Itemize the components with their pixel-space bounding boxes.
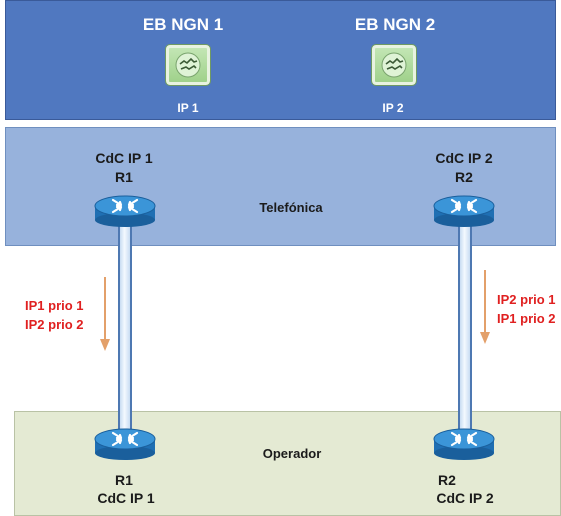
eb-ngn-2-title: EB NGN 2 xyxy=(354,15,436,34)
eb-ngn-band xyxy=(5,0,556,120)
eb-ngn-1-title: EB NGN 1 xyxy=(142,15,224,34)
telefonica-r2-router-icon xyxy=(433,195,495,227)
telefonica-r1-router-icon xyxy=(94,195,156,227)
eb-ngn-1-server-icon xyxy=(165,44,211,86)
operador-r2-sub: CdC IP 2 xyxy=(436,490,494,506)
telefonica-r2-name: R2 xyxy=(455,169,473,185)
right-priority-2: IP1 prio 2 xyxy=(497,311,556,326)
telefonica-r1-title: CdC IP 1 xyxy=(95,150,153,166)
operador-r2-router-icon xyxy=(433,428,495,460)
left-priority-1: IP1 prio 1 xyxy=(25,298,84,313)
operador-r2-name: R2 xyxy=(438,472,456,488)
operador-r1-name: R1 xyxy=(115,472,133,488)
eb-ngn-1-ip: IP 1 xyxy=(177,101,199,115)
operador-r1-sub: CdC IP 1 xyxy=(97,490,155,506)
telefonica-band xyxy=(5,127,556,246)
operador-r1-router-icon xyxy=(94,428,156,460)
eb-ngn-2-server-icon xyxy=(371,44,417,86)
telefonica-label: Telefónica xyxy=(259,200,323,215)
operador-label: Operador xyxy=(262,446,322,461)
left-down-arrow-icon xyxy=(100,277,110,351)
right-priority-1: IP2 prio 1 xyxy=(497,292,556,307)
telefonica-r1-name: R1 xyxy=(115,169,133,185)
telefonica-r2-title: CdC IP 2 xyxy=(435,150,493,166)
link-r2 xyxy=(458,222,472,435)
left-priority-2: IP2 prio 2 xyxy=(25,317,84,332)
link-r1 xyxy=(118,222,132,435)
right-down-arrow-icon xyxy=(480,270,490,344)
eb-ngn-2-ip: IP 2 xyxy=(382,101,404,115)
